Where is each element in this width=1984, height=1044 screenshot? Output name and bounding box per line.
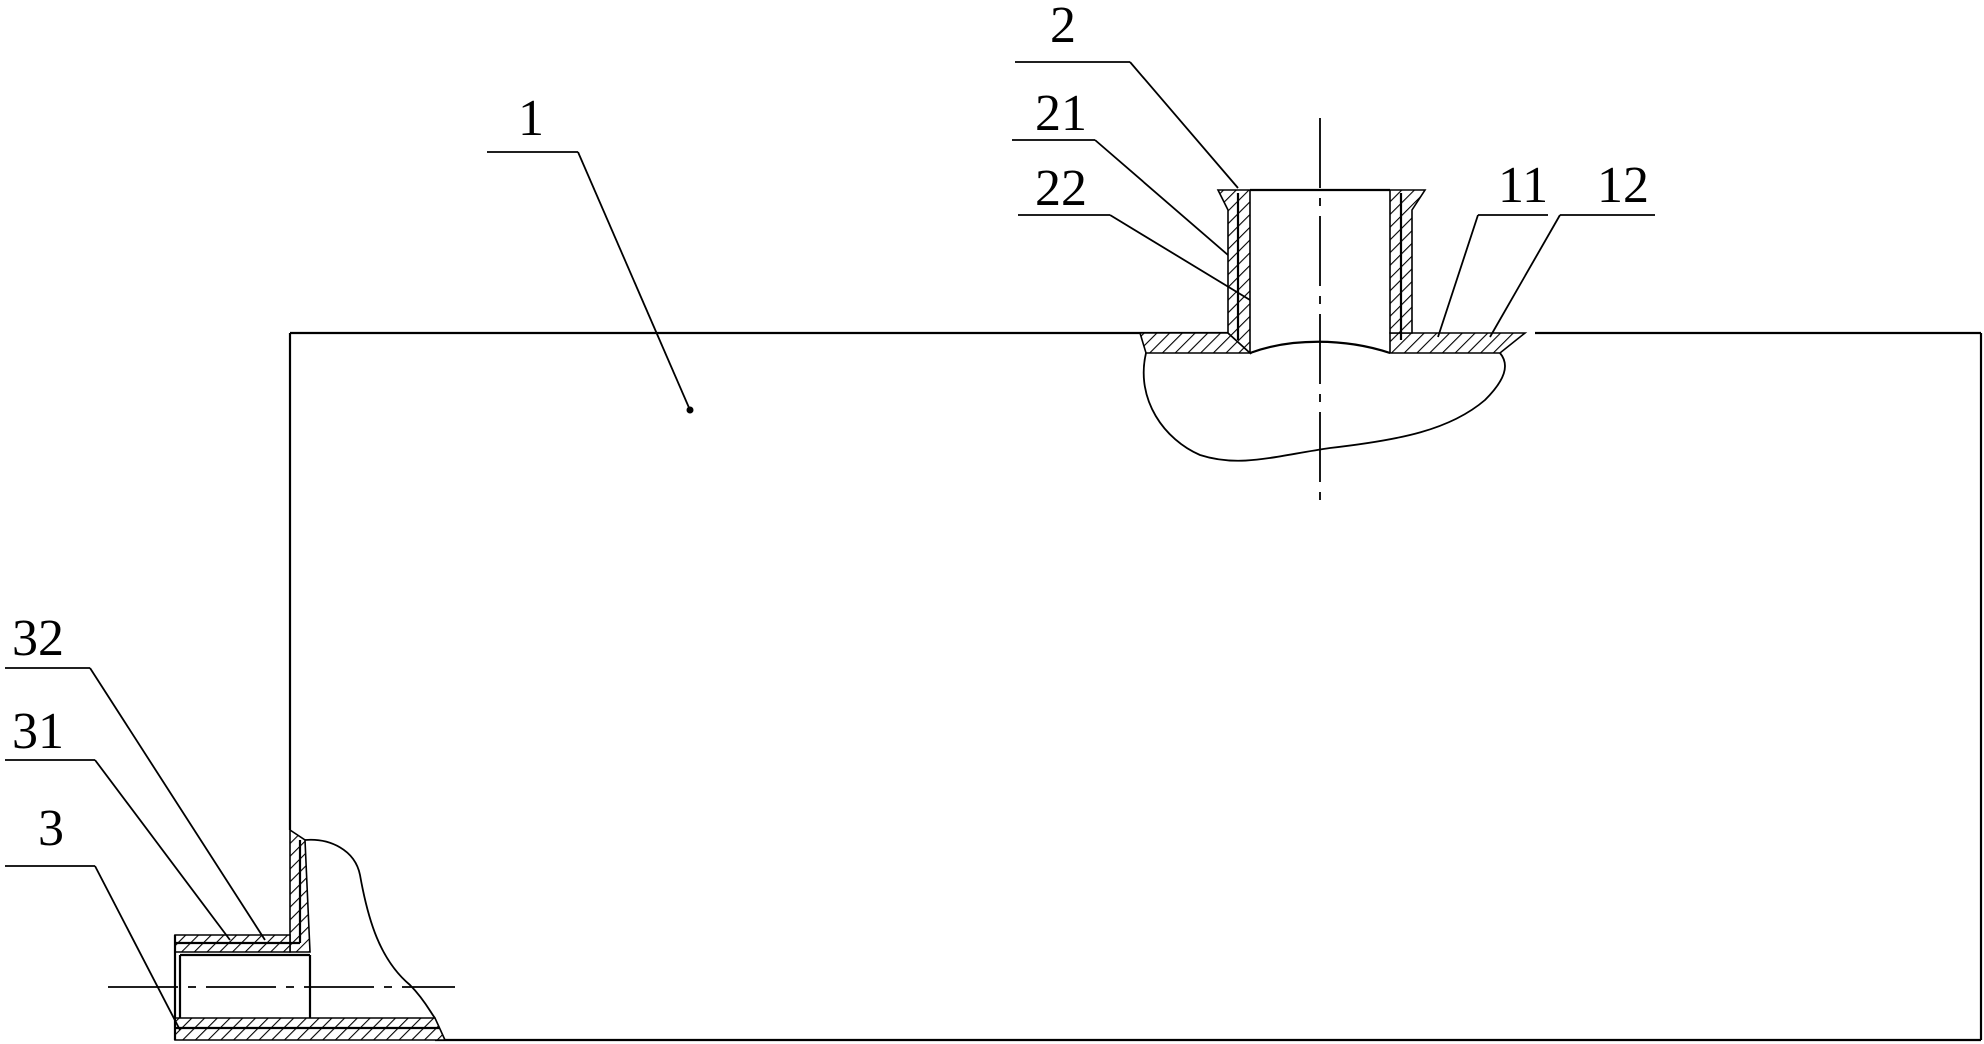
label-12: 12 [1597,157,1649,214]
leader-lines [5,61,1655,1031]
label-3: 3 [38,800,64,857]
label-11: 11 [1498,157,1548,214]
upper-right-wall-hatch [1389,189,1427,334]
part-labels: 2 21 22 1 11 12 32 31 3 [12,0,1649,857]
label-31: 31 [12,703,64,760]
upper-nozzle [1138,118,1528,502]
lower-cutaway-outline [304,838,436,1019]
upper-right-flange-hatch [1389,332,1528,354]
label-22: 22 [1035,160,1087,217]
label-1: 1 [518,90,544,147]
upper-cutaway-outline [1142,352,1506,462]
label-21: 21 [1035,85,1087,142]
main-body [288,331,1983,1042]
label-2: 2 [1050,0,1076,54]
lower-nozzle [108,828,455,1041]
label-32: 32 [12,610,64,667]
upper-left-wall-hatch [1216,189,1251,355]
